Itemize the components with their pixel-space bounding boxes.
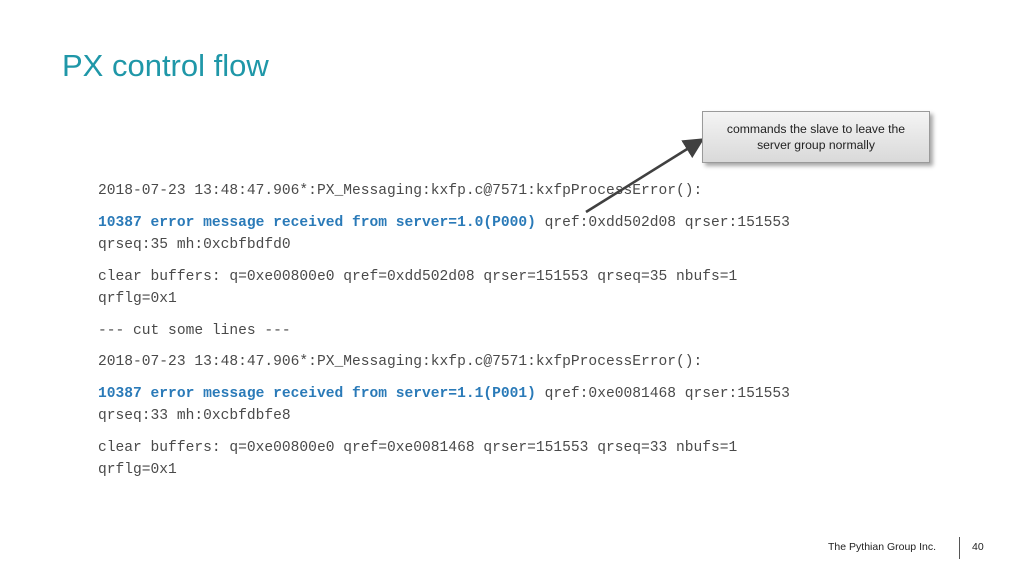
footer-company: The Pythian Group Inc. [828, 541, 936, 553]
log-highlight: 10387 error message received from server… [98, 385, 536, 402]
log-text: qrflg=0x1 [98, 291, 177, 307]
slide-title: PX control flow [62, 48, 269, 83]
log-excerpt: 2018-07-23 13:48:47.906*:PX_Messaging:kx… [98, 180, 958, 491]
log-text: qrseq:33 mh:0xcbfdbfe8 [98, 408, 291, 424]
callout-text: commands the slave to leave the server g… [726, 122, 906, 152]
log-text: qrseq:35 mh:0xcbfbdfd0 [98, 237, 291, 253]
log-error-entry: 10387 error message received from server… [98, 212, 958, 257]
log-text: --- cut some lines --- [98, 322, 291, 339]
log-timestamp-line: 2018-07-23 13:48:47.906*:PX_Messaging:kx… [98, 180, 958, 203]
log-error-entry: 10387 error message received from server… [98, 383, 958, 428]
log-text: clear buffers: q=0xe00800e0 qref=0xdd502… [98, 268, 738, 285]
log-timestamp-line: 2018-07-23 13:48:47.906*:PX_Messaging:kx… [98, 351, 958, 374]
log-text: qrflg=0x1 [98, 462, 177, 478]
log-clear-buffers-entry: clear buffers: q=0xe00800e0 qref=0xdd502… [98, 266, 958, 311]
log-cut-marker: --- cut some lines --- [98, 320, 958, 343]
log-clear-buffers-entry: clear buffers: q=0xe00800e0 qref=0xe0081… [98, 437, 958, 482]
log-highlight: 10387 error message received from server… [98, 214, 536, 231]
log-text: 2018-07-23 13:48:47.906*:PX_Messaging:kx… [98, 354, 703, 370]
log-text: 2018-07-23 13:48:47.906*:PX_Messaging:kx… [98, 183, 703, 199]
callout-box: commands the slave to leave the server g… [702, 111, 930, 163]
footer-divider [959, 537, 960, 559]
page-number: 40 [972, 541, 984, 553]
log-text: qref:0xe0081468 qrser:151553 [535, 385, 790, 402]
log-text: clear buffers: q=0xe00800e0 qref=0xe0081… [98, 439, 738, 456]
log-text: qref:0xdd502d08 qrser:151553 [535, 214, 790, 231]
